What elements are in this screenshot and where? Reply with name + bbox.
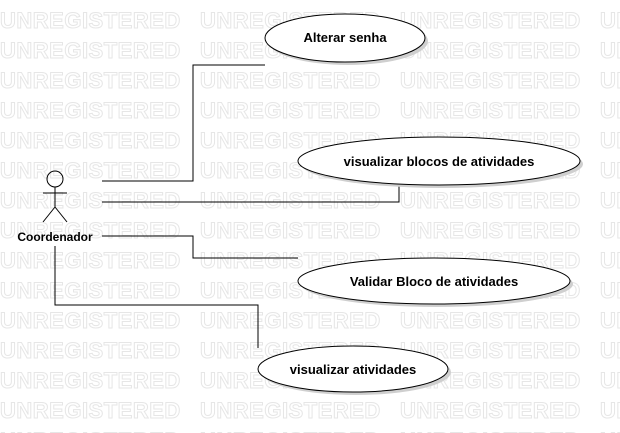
watermark-text: UNREGISTERED <box>600 308 620 333</box>
use-case-label: Validar Bloco de atividades <box>350 274 518 289</box>
watermark-text: UNREGISTERED <box>600 428 620 433</box>
watermark-text: UNREGISTERED <box>0 188 181 213</box>
actor-label: Coordenador <box>17 230 93 244</box>
watermark-text: UNREGISTERED <box>0 158 181 183</box>
watermark-text: UNREGISTERED <box>0 428 181 433</box>
watermark-text: UNREGISTERED <box>600 398 620 423</box>
watermark-text: UNREGISTERED <box>600 338 620 363</box>
association-validar-bloco <box>102 235 298 259</box>
stick-figure-icon <box>42 170 68 223</box>
watermark-text: UNREGISTERED <box>400 8 581 33</box>
actor-coordenador[interactable]: Coordenador <box>17 170 93 244</box>
use-case-visualizar-blocos[interactable]: visualizar blocos de atividades <box>297 136 583 188</box>
watermark-text: UNREGISTERED <box>200 188 381 213</box>
watermark-text: UNREGISTERED <box>0 98 181 123</box>
watermark-text: UNREGISTERED <box>0 248 181 273</box>
watermark-text: UNREGISTERED <box>600 98 620 123</box>
association-visualizar-atividades <box>54 246 259 348</box>
watermark-text: UNREGISTERED <box>0 8 181 33</box>
use-case-alterar-senha[interactable]: Alterar senha <box>264 13 428 65</box>
watermark-text: UNREGISTERED <box>400 398 581 423</box>
watermark-text: UNREGISTERED <box>600 128 620 153</box>
use-case-label: Alterar senha <box>303 30 387 45</box>
watermark-text: UNREGISTERED <box>0 38 181 63</box>
watermark-text: UNREGISTERED <box>600 248 620 273</box>
association-alterar-senha <box>102 64 265 182</box>
watermark-text: UNREGISTERED <box>600 278 620 303</box>
watermark-text: UNREGISTERED <box>400 38 581 63</box>
use-case-validar-bloco[interactable]: Validar Bloco de atividades <box>297 257 573 307</box>
watermark-text: UNREGISTERED <box>600 188 620 213</box>
watermark-text: UNREGISTERED <box>0 278 181 303</box>
watermark-text: UNREGISTERED <box>0 308 181 333</box>
watermark-text: UNREGISTERED <box>400 218 581 243</box>
watermark-text: UNREGISTERED <box>600 68 620 93</box>
watermark-text: UNREGISTERED <box>600 38 620 63</box>
watermark-text: UNREGISTERED <box>200 218 381 243</box>
watermark-text: UNREGISTERED <box>400 98 581 123</box>
watermark-text: UNREGISTERED <box>200 398 381 423</box>
watermark-text: UNREGISTERED <box>0 218 181 243</box>
watermark-text: UNREGISTERED <box>0 128 181 153</box>
watermark-text: UNREGISTERED <box>200 308 381 333</box>
watermark-text: UNREGISTERED <box>600 158 620 183</box>
watermark-text: UNREGISTERED <box>600 368 620 393</box>
watermark-text: UNREGISTERED <box>0 398 181 423</box>
watermark-text: UNREGISTERED <box>0 368 181 393</box>
watermark-text: UNREGISTERED <box>400 308 581 333</box>
use-case-visualizar-atividades[interactable]: visualizar atividades <box>257 345 451 395</box>
watermark-text: UNREGISTERED <box>200 428 381 433</box>
use-case-label: visualizar atividades <box>290 362 416 377</box>
watermark-text: UNREGISTERED <box>400 188 581 213</box>
watermark-text: UNREGISTERED <box>600 218 620 243</box>
watermark-text: UNREGISTERED <box>400 68 581 93</box>
use-case-label: visualizar blocos de atividades <box>344 154 535 169</box>
watermark-text: UNREGISTERED <box>400 428 581 433</box>
association-visualizar-blocos <box>102 185 400 203</box>
watermark-text: UNREGISTERED <box>200 98 381 123</box>
watermark-text: UNREGISTERED <box>0 68 181 93</box>
watermark-text: UNREGISTERED <box>0 338 181 363</box>
watermark-text: UNREGISTERED <box>200 68 381 93</box>
watermark-text: UNREGISTERED <box>600 8 620 33</box>
